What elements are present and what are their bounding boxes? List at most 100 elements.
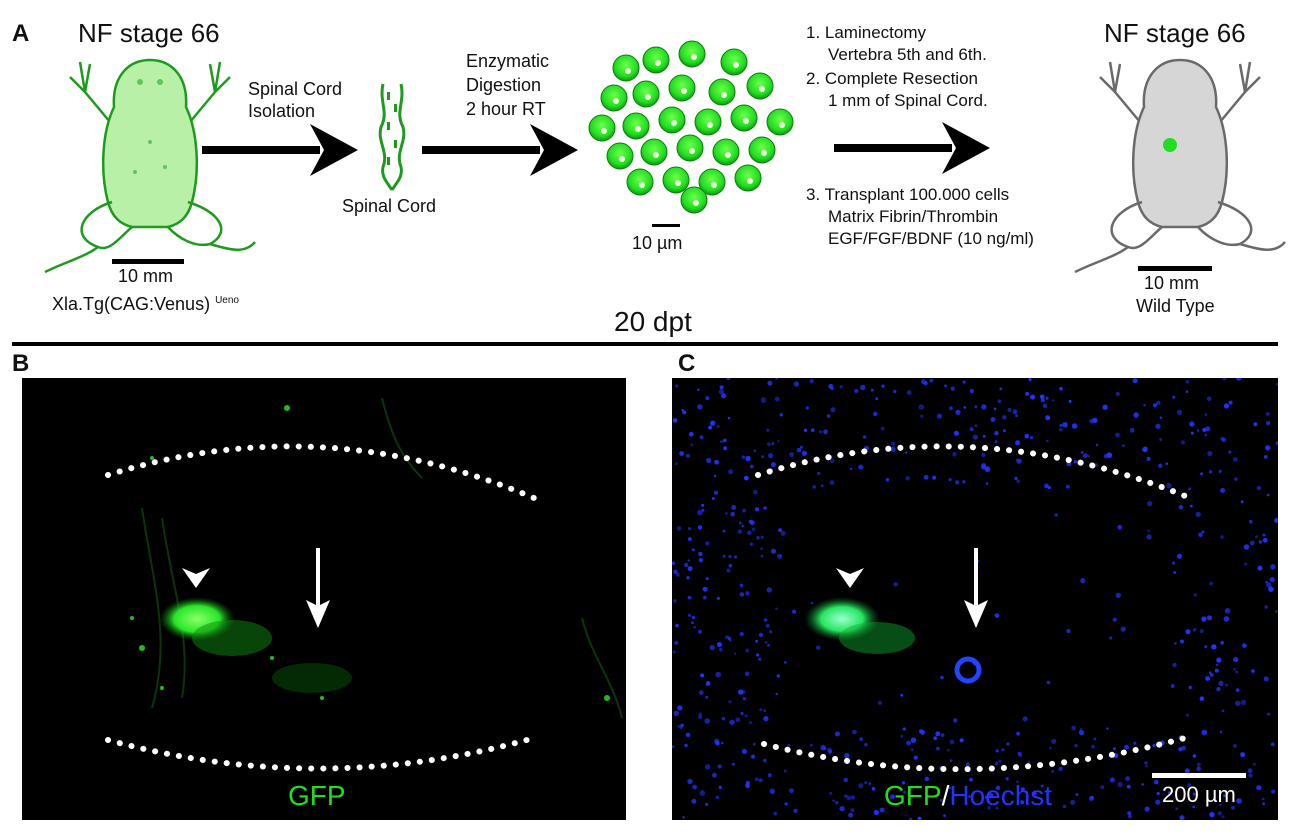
hoechst-nucleus — [800, 445, 803, 449]
hoechst-nucleus — [1256, 485, 1261, 491]
dissociated-cell — [642, 46, 670, 74]
hoechst-nucleus — [687, 566, 693, 572]
hoechst-nucleus — [1250, 540, 1255, 546]
cell-highlight — [779, 122, 785, 128]
dissociated-cell — [632, 80, 660, 108]
hoechst-nucleus — [994, 613, 1000, 618]
hoechst-nucleus — [752, 742, 756, 746]
hoechst-nucleus — [719, 385, 724, 390]
hoechst-nucleus — [704, 764, 711, 770]
hoechst-nucleus — [1217, 811, 1223, 816]
hoechst-nucleus — [745, 591, 750, 596]
hoechst-nucleus — [770, 462, 776, 468]
hoechst-nucleus — [1271, 789, 1276, 794]
dissociated-cell — [668, 74, 696, 102]
hoechst-nucleus — [674, 640, 679, 645]
dissociated-cell — [606, 142, 634, 170]
hoechst-nucleus — [1045, 484, 1049, 489]
hoechst-nucleus — [702, 586, 708, 592]
spinal-cord-image — [378, 83, 406, 191]
hoechst-nucleus — [743, 475, 749, 481]
hoechst-nucleus — [1095, 443, 1099, 447]
hoechst-nucleus — [1198, 532, 1203, 538]
hoechst-nucleus — [959, 738, 964, 743]
hoechst-nucleus — [716, 596, 720, 600]
hoechst-nucleus — [849, 467, 853, 470]
hoechst-nucleus — [1223, 616, 1230, 622]
cell-highlight — [707, 122, 713, 128]
hoechst-nucleus — [815, 645, 821, 651]
hoechst-nucleus — [687, 778, 693, 785]
hoechst-nucleus — [948, 478, 952, 482]
hoechst-nucleus — [1184, 768, 1190, 774]
cells-scale-bar — [652, 224, 680, 227]
hoechst-nucleus — [1029, 436, 1034, 440]
hoechst-nucleus — [692, 784, 697, 790]
hoechst-nucleus — [767, 643, 770, 647]
hoechst-nucleus — [1144, 806, 1150, 812]
dissociated-cell — [662, 166, 690, 194]
hoechst-nucleus — [1170, 684, 1175, 688]
hoechst-nucleus — [962, 380, 966, 384]
hoechst-nucleus — [1185, 390, 1189, 393]
hoechst-nucleus — [943, 814, 946, 817]
micrograph-gfp-hoechst — [672, 378, 1278, 820]
hoechst-nucleus — [969, 777, 973, 782]
hoechst-nucleus — [701, 508, 705, 512]
hoechst-nucleus — [940, 733, 945, 737]
cell-highlight — [759, 86, 765, 92]
hoechst-nucleus — [1015, 440, 1021, 446]
hoechst-nucleus — [1049, 746, 1052, 750]
hoechst-nucleus — [1020, 800, 1025, 805]
cell-highlight — [619, 156, 625, 162]
hoechst-nucleus — [828, 383, 834, 389]
hoechst-nucleus — [809, 379, 814, 384]
hoechst-nucleus — [754, 777, 759, 782]
hoechst-nucleus — [982, 434, 986, 438]
micrograph-scale-label: 200 µm — [1162, 782, 1236, 807]
hoechst-nucleus — [1109, 636, 1113, 640]
hoechst-nucleus — [1016, 731, 1020, 736]
hoechst-nucleus — [1126, 784, 1131, 789]
frog-left-scale-bar — [112, 259, 184, 264]
hoechst-nucleus — [1231, 805, 1235, 810]
dissociated-cell — [694, 108, 722, 136]
hoechst-nucleus — [776, 674, 780, 678]
hoechst-nucleus — [679, 451, 684, 456]
hoechst-nucleus — [834, 800, 839, 805]
hoechst-nucleus — [1141, 783, 1144, 786]
hoechst-nucleus — [1046, 439, 1049, 443]
hoechst-nucleus — [722, 554, 726, 558]
dissociated-cell — [622, 112, 650, 140]
hoechst-nucleus — [1124, 744, 1129, 750]
hoechst-nucleus — [705, 541, 710, 546]
hoechst-nucleus — [1058, 427, 1063, 432]
hoechst-nucleus — [682, 816, 685, 819]
hoechst-nucleus — [705, 681, 711, 686]
hoechst-nucleus — [682, 410, 687, 415]
hoechst-nucleus — [1040, 784, 1044, 788]
hoechst-nucleus — [997, 399, 1002, 404]
hoechst-nucleus — [1186, 713, 1189, 717]
hoechst-nucleus — [693, 625, 696, 629]
hoechst-nucleus — [893, 389, 897, 394]
hoechst-nucleus — [1088, 796, 1094, 801]
hoechst-nucleus — [1201, 616, 1207, 622]
hoechst-nucleus — [1219, 803, 1222, 806]
hoechst-nucleus — [843, 777, 848, 783]
hoechst-nucleus — [1225, 683, 1228, 687]
hoechst-nucleus — [868, 782, 872, 785]
hoechst-nucleus — [1185, 380, 1190, 384]
frog-line-name: Xla.Tg(CAG:Venus) — [52, 294, 211, 314]
hoechst-nucleus — [974, 405, 978, 408]
hoechst-nucleus — [758, 632, 763, 637]
hoechst-nucleus — [764, 641, 768, 644]
hoechst-nucleus — [1012, 409, 1018, 415]
hoechst-nucleus — [760, 554, 764, 558]
hoechst-nucleus — [924, 776, 930, 782]
hoechst-nucleus — [774, 396, 780, 402]
hoechst-nucleus — [1167, 791, 1172, 795]
dissociated-cell — [588, 114, 616, 142]
hoechst-nucleus — [1199, 696, 1205, 701]
hoechst-nucleus — [1223, 403, 1229, 409]
